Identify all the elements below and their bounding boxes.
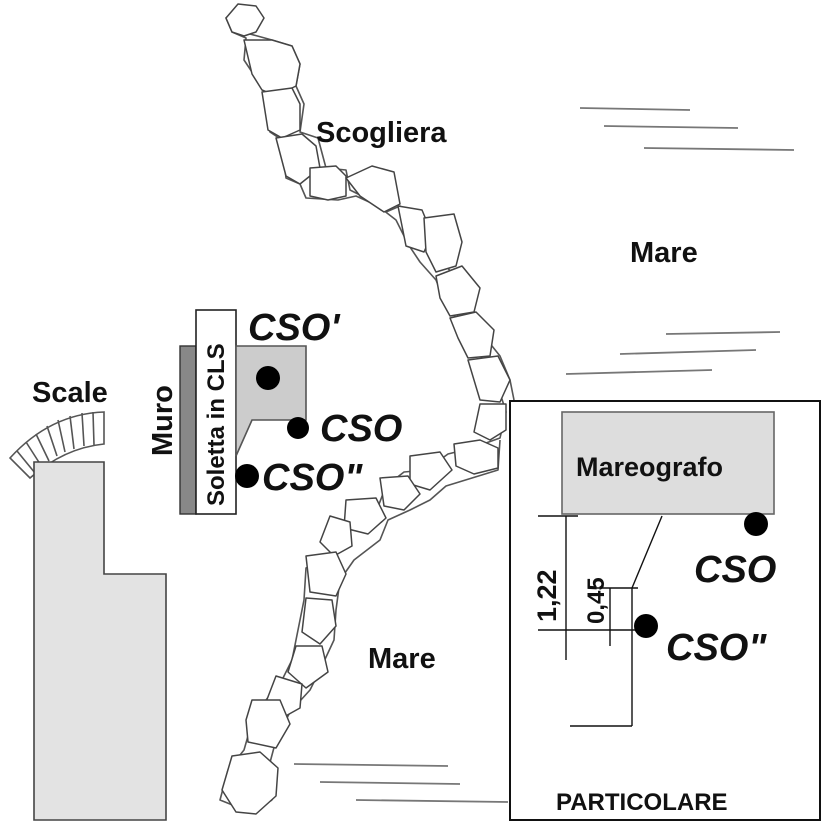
label-scale: Scale [32, 377, 108, 409]
cso-prime-point [256, 366, 280, 390]
label-scogliera: Scogliera [316, 117, 447, 149]
detail-mareografo-rect [561, 411, 775, 515]
sea-waves [293, 107, 795, 803]
detail-cso-double-point [634, 614, 658, 638]
gauge-housing [235, 345, 307, 457]
label-mare-bottom: Mare [368, 643, 436, 675]
building-block [33, 461, 167, 821]
wall-muro [179, 345, 197, 515]
label-cso-prime: CSO' [248, 307, 341, 349]
label-soletta: Soletta in CLS [203, 343, 230, 506]
detail-label-cso: CSO [694, 549, 776, 591]
label-mare-top: Mare [630, 237, 698, 269]
detail-label-mareografo: Mareografo [576, 452, 723, 482]
detail-label-cso-double: CSO" [666, 627, 767, 669]
breakwater-scogliera [219, 3, 515, 815]
cso-double-point [235, 464, 259, 488]
label-cso-double: CSO" [262, 457, 363, 499]
detail-cso-point [744, 512, 768, 536]
cso-point [287, 417, 309, 439]
label-cso: CSO [320, 408, 402, 450]
detail-title-particolare: PARTICOLARE [556, 789, 728, 816]
label-muro: Muro [147, 385, 179, 456]
detail-box-particolare: Mareografo 1,22 0,45 CSO CSO" PARTICOLAR… [509, 400, 821, 821]
detail-dim-outer: 1,22 [532, 569, 562, 622]
detail-dim-inner: 0,45 [583, 577, 610, 624]
concrete-slab-soletta [195, 309, 237, 515]
